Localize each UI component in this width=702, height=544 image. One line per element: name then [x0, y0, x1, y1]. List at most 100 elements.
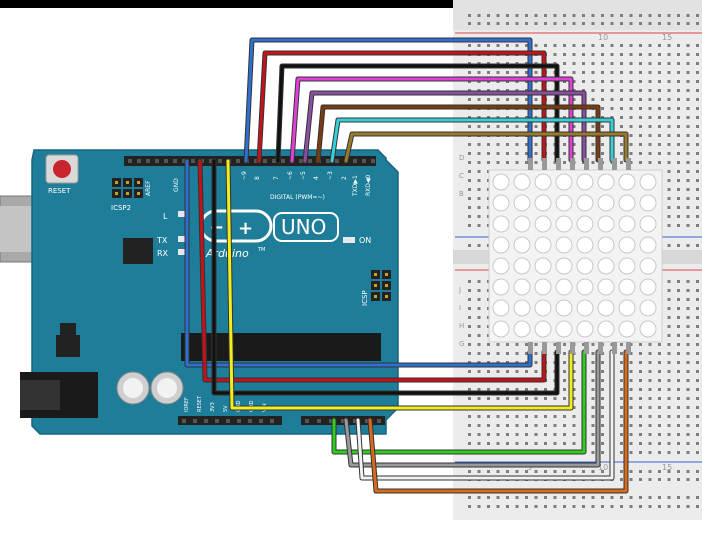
breadboard-hole: [582, 44, 585, 47]
breadboard-hole: [686, 107, 690, 110]
breadboard-hole: [601, 388, 604, 391]
breadboard-hole: [667, 352, 671, 355]
breadboard-hole: [696, 116, 699, 119]
breadboard-hole: [648, 361, 652, 364]
led-dot: [492, 320, 510, 338]
breadboard-hole: [658, 424, 661, 427]
breadboard-hole: [534, 505, 538, 508]
breadboard-hole: [496, 14, 500, 17]
pin-label: 7: [273, 176, 280, 180]
breadboard-hole: [639, 125, 642, 128]
breadboard-hole: [629, 152, 633, 155]
led-dot: [597, 215, 615, 233]
reset-button-cap[interactable]: [53, 160, 71, 178]
breadboard-hole: [572, 53, 576, 56]
breadboard-hole: [553, 505, 557, 508]
breadboard-hole: [620, 125, 623, 128]
breadboard-hole: [677, 325, 680, 328]
breadboard-hole: [515, 388, 519, 391]
breadboard-hole: [667, 14, 671, 17]
breadboard-hole: [468, 388, 471, 391]
breadboard-hole: [667, 415, 671, 418]
breadboard-hole: [515, 161, 519, 164]
breadboard-hole: [696, 325, 699, 328]
breadboard-hole: [506, 424, 509, 427]
breadboard-hole: [553, 415, 557, 418]
breadboard-hole: [648, 415, 652, 418]
breadboard-hole: [686, 224, 690, 227]
breadboard-hole: [686, 478, 690, 481]
breadboard-hole: [686, 244, 690, 247]
breadboard-hole: [496, 143, 500, 146]
bb-col-number: 15: [662, 463, 672, 472]
breadboard-hole: [515, 505, 519, 508]
breadboard-hole: [515, 343, 519, 346]
breadboard-hole: [677, 442, 680, 445]
breadboard-hole: [686, 44, 690, 47]
breadboard-hole: [696, 71, 699, 74]
breadboard-hole: [667, 170, 671, 173]
led-tx: [178, 236, 188, 242]
breadboard-hole: [515, 433, 519, 436]
breadboard-hole: [525, 22, 528, 25]
led-dot: [597, 320, 615, 338]
breadboard-hole: [591, 379, 595, 382]
breadboard-hole: [553, 14, 557, 17]
breadboard-hole: [487, 161, 490, 164]
led-dot: [597, 173, 615, 191]
breadboard-hole: [534, 44, 538, 47]
breadboard-hole: [648, 343, 652, 346]
breadboard-hole: [677, 280, 680, 283]
breadboard-hole: [629, 424, 633, 427]
breadboard-hole: [477, 215, 481, 218]
breadboard-hole: [658, 161, 661, 164]
breadboard-hole: [686, 188, 690, 191]
breadboard-hole: [677, 496, 680, 499]
icsp-pin-tip: [385, 273, 388, 276]
power-jack-inner: [20, 380, 60, 410]
breadboard-hole: [677, 152, 680, 155]
breadboard-hole: [534, 361, 538, 364]
breadboard-hole: [563, 415, 566, 418]
breadboard-hole: [639, 442, 642, 445]
breadboard-hole: [667, 289, 671, 292]
breadboard-hole: [686, 71, 690, 74]
breadboard-hole: [487, 415, 490, 418]
breadboard-hole: [563, 14, 566, 17]
breadboard-hole: [696, 316, 699, 319]
breadboard-hole: [534, 343, 538, 346]
breadboard-hole: [591, 89, 595, 92]
breadboard-hole: [658, 478, 661, 481]
breadboard-hole: [658, 134, 661, 137]
atmega-chip: [181, 333, 381, 361]
header-pin: [263, 159, 267, 163]
bb-col-number: 10: [598, 33, 608, 42]
breadboard-hole: [477, 14, 481, 17]
led-dot: [534, 278, 552, 296]
led-dot: [597, 257, 615, 275]
breadboard-hole: [639, 44, 642, 47]
breadboard-hole: [553, 433, 557, 436]
breadboard-hole: [601, 143, 604, 146]
breadboard-hole: [620, 161, 623, 164]
breadboard-hole: [477, 280, 481, 283]
breadboard-hole: [667, 433, 671, 436]
breadboard-hole: [686, 89, 690, 92]
breadboard-hole: [572, 80, 576, 83]
breadboard-hole: [686, 307, 690, 310]
breadboard-hole: [686, 433, 690, 436]
led-dot: [513, 215, 531, 233]
breadboard-hole: [667, 244, 671, 247]
breadboard-hole: [468, 325, 471, 328]
breadboard-hole: [696, 442, 699, 445]
breadboard-hole: [468, 433, 471, 436]
breadboard-hole: [686, 53, 690, 56]
led-dot: [639, 215, 657, 233]
breadboard-hole: [477, 334, 481, 337]
breadboard-hole: [468, 289, 471, 292]
led-dot: [492, 194, 510, 212]
pin-label: ~3: [327, 171, 334, 180]
header-pin: [377, 419, 381, 423]
breadboard-hole: [667, 470, 671, 473]
breadboard-hole: [686, 397, 690, 400]
